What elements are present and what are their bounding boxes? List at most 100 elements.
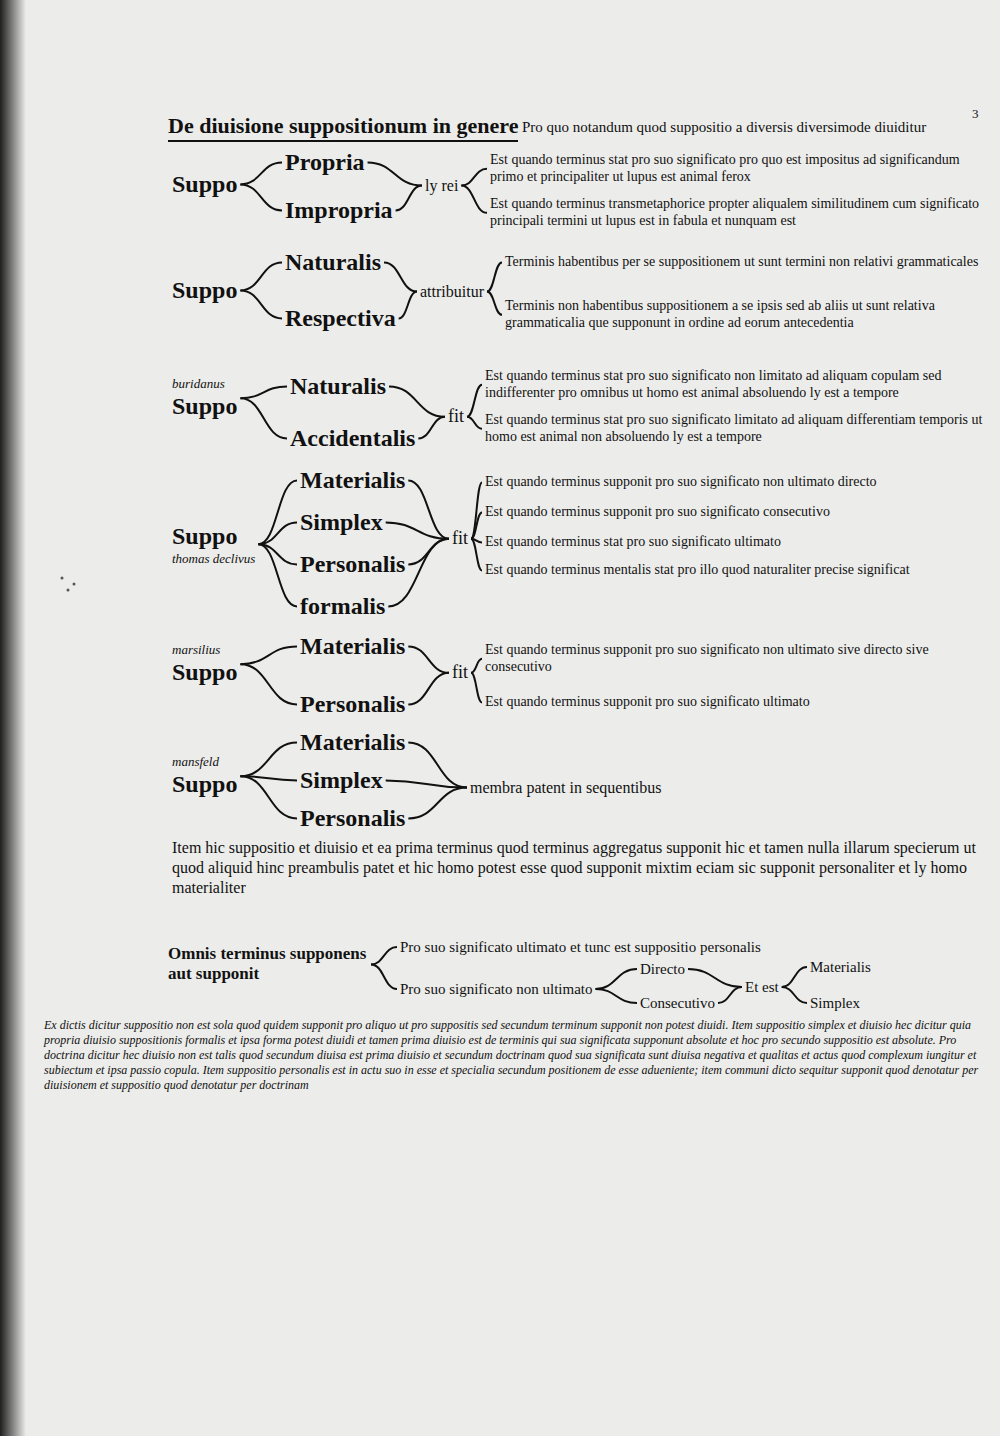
node-text: fit xyxy=(448,406,464,428)
bracket-line xyxy=(688,969,742,987)
term: Materialis xyxy=(300,466,405,495)
term: Personalis xyxy=(300,804,405,833)
bracket-line xyxy=(240,386,287,398)
bracket-line xyxy=(258,522,297,544)
bracket-line xyxy=(384,262,417,291)
connector-word: marsiliusSuppo xyxy=(172,642,237,686)
connector-word: Et est xyxy=(745,978,779,996)
heading-note: Pro quo notandum quod suppositio a diver… xyxy=(522,118,952,137)
connector-word: ly rei xyxy=(425,176,458,195)
bracket-line xyxy=(718,987,742,1003)
bracket-line xyxy=(240,646,297,664)
bracket-line xyxy=(258,544,297,606)
bracket-line xyxy=(471,659,482,673)
bracket-line xyxy=(461,169,487,186)
author-name: mansfeld xyxy=(172,754,237,770)
term-text: Respectiva xyxy=(285,304,396,333)
connector-word: attribuitur xyxy=(420,282,484,301)
term-text: Materialis xyxy=(300,632,405,661)
node-text: Est quando terminus mentalis stat pro il… xyxy=(485,562,985,579)
bracket-line xyxy=(368,162,422,185)
node-text: Est quando terminus supponit pro suo sig… xyxy=(485,504,985,521)
term-text: Materialis xyxy=(300,728,405,757)
bracket-line xyxy=(471,673,482,703)
node-text: Simplex xyxy=(810,994,860,1012)
term-text: Naturalis xyxy=(290,372,386,401)
definition: Est quando terminus stat pro suo signifi… xyxy=(485,534,985,551)
definition: Terminis non habentibus suppositionem a … xyxy=(505,298,985,332)
term: Simplex xyxy=(300,766,383,795)
bracket-line xyxy=(240,776,297,818)
term: Materialis xyxy=(300,632,405,661)
term-text: Suppo xyxy=(172,770,237,799)
term-text: Accidentalis xyxy=(290,424,415,453)
bracket-line xyxy=(596,989,638,1003)
term-text: Suppo xyxy=(172,522,255,551)
bracket-line xyxy=(399,292,417,319)
node-text: Materialis xyxy=(810,958,871,976)
bracket-line xyxy=(596,969,638,989)
definition: Est quando terminus mentalis stat pro il… xyxy=(485,562,985,579)
term-text: formalis xyxy=(300,592,385,621)
term-text: Simplex xyxy=(300,508,383,537)
bracket-line xyxy=(467,417,482,429)
term-text: Suppo xyxy=(172,276,237,305)
node-text: Est quando terminus supponit pro suo sig… xyxy=(485,474,985,491)
marginal-note: Ex dictis dicitur suppositio non est sol… xyxy=(44,1018,992,1093)
bracket-line xyxy=(471,482,482,538)
term: Suppo xyxy=(172,170,237,199)
bracket-line xyxy=(461,186,487,213)
node-text: Terminis non habentibus suppositionem a … xyxy=(505,298,985,332)
bracket-line xyxy=(408,788,467,819)
term: Naturalis xyxy=(290,372,386,401)
definition: Est quando terminus stat pro suo signifi… xyxy=(490,152,985,186)
term: Accidentalis xyxy=(290,424,415,453)
node-text: Pro suo significato non ultimato xyxy=(400,980,593,998)
paragraph: Item hic suppositio et diuisio et ea pri… xyxy=(172,838,982,898)
definition: Est quando terminus stat pro suo signifi… xyxy=(485,368,985,402)
term: Suppothomas declivus xyxy=(172,522,255,566)
term-text: Propria xyxy=(285,148,365,177)
term: Materialis xyxy=(300,728,405,757)
connector-word: fit xyxy=(452,662,468,684)
bracket-line xyxy=(240,262,282,290)
ink-dot xyxy=(73,583,76,586)
definition: Terminis habentibus per se suppositionem… xyxy=(505,254,985,271)
bracket-line xyxy=(471,512,482,538)
connector-word: mansfeldSuppo xyxy=(172,754,237,798)
term-text: Suppo xyxy=(172,658,237,687)
author-name: thomas declivus xyxy=(172,551,255,567)
bracket-line xyxy=(240,398,287,438)
folio-number: 3 xyxy=(972,106,979,122)
heading: De diuisione suppositionum in genere xyxy=(168,112,518,142)
node-text: fit xyxy=(452,528,468,550)
bracket-line xyxy=(240,162,282,184)
author-name: marsilius xyxy=(172,642,237,658)
term: Propria xyxy=(285,148,365,177)
connector-word: fit xyxy=(452,528,468,550)
bracket-line xyxy=(408,673,449,705)
bracket-line xyxy=(782,987,807,1003)
ink-dot xyxy=(61,577,64,580)
node-text: Est quando terminus stat pro suo signifi… xyxy=(485,534,985,551)
bracket-line xyxy=(371,964,397,989)
node-text: attribuitur xyxy=(420,282,484,301)
term-text: Suppo xyxy=(172,392,237,421)
node-text: Et est xyxy=(745,978,779,996)
node-text: Est quando terminus transmetaphorice pro… xyxy=(490,196,985,230)
term-text: Personalis xyxy=(300,690,405,719)
term: Personalis xyxy=(300,690,405,719)
connector-word: Materialis xyxy=(810,958,871,976)
bracket-line xyxy=(487,292,502,315)
connector-word: Consecutivo xyxy=(640,994,715,1012)
bracket-line xyxy=(240,184,282,210)
connector-word: buridanusSuppo xyxy=(172,376,237,420)
bracket-line xyxy=(386,780,467,787)
definition: Est quando terminus supponit pro suo sig… xyxy=(485,474,985,491)
node-text: Directo xyxy=(640,960,685,978)
bracket-line xyxy=(782,967,807,987)
term: formalis xyxy=(300,592,385,621)
bracket-line xyxy=(386,522,449,538)
node-text: Consecutivo xyxy=(640,994,715,1012)
